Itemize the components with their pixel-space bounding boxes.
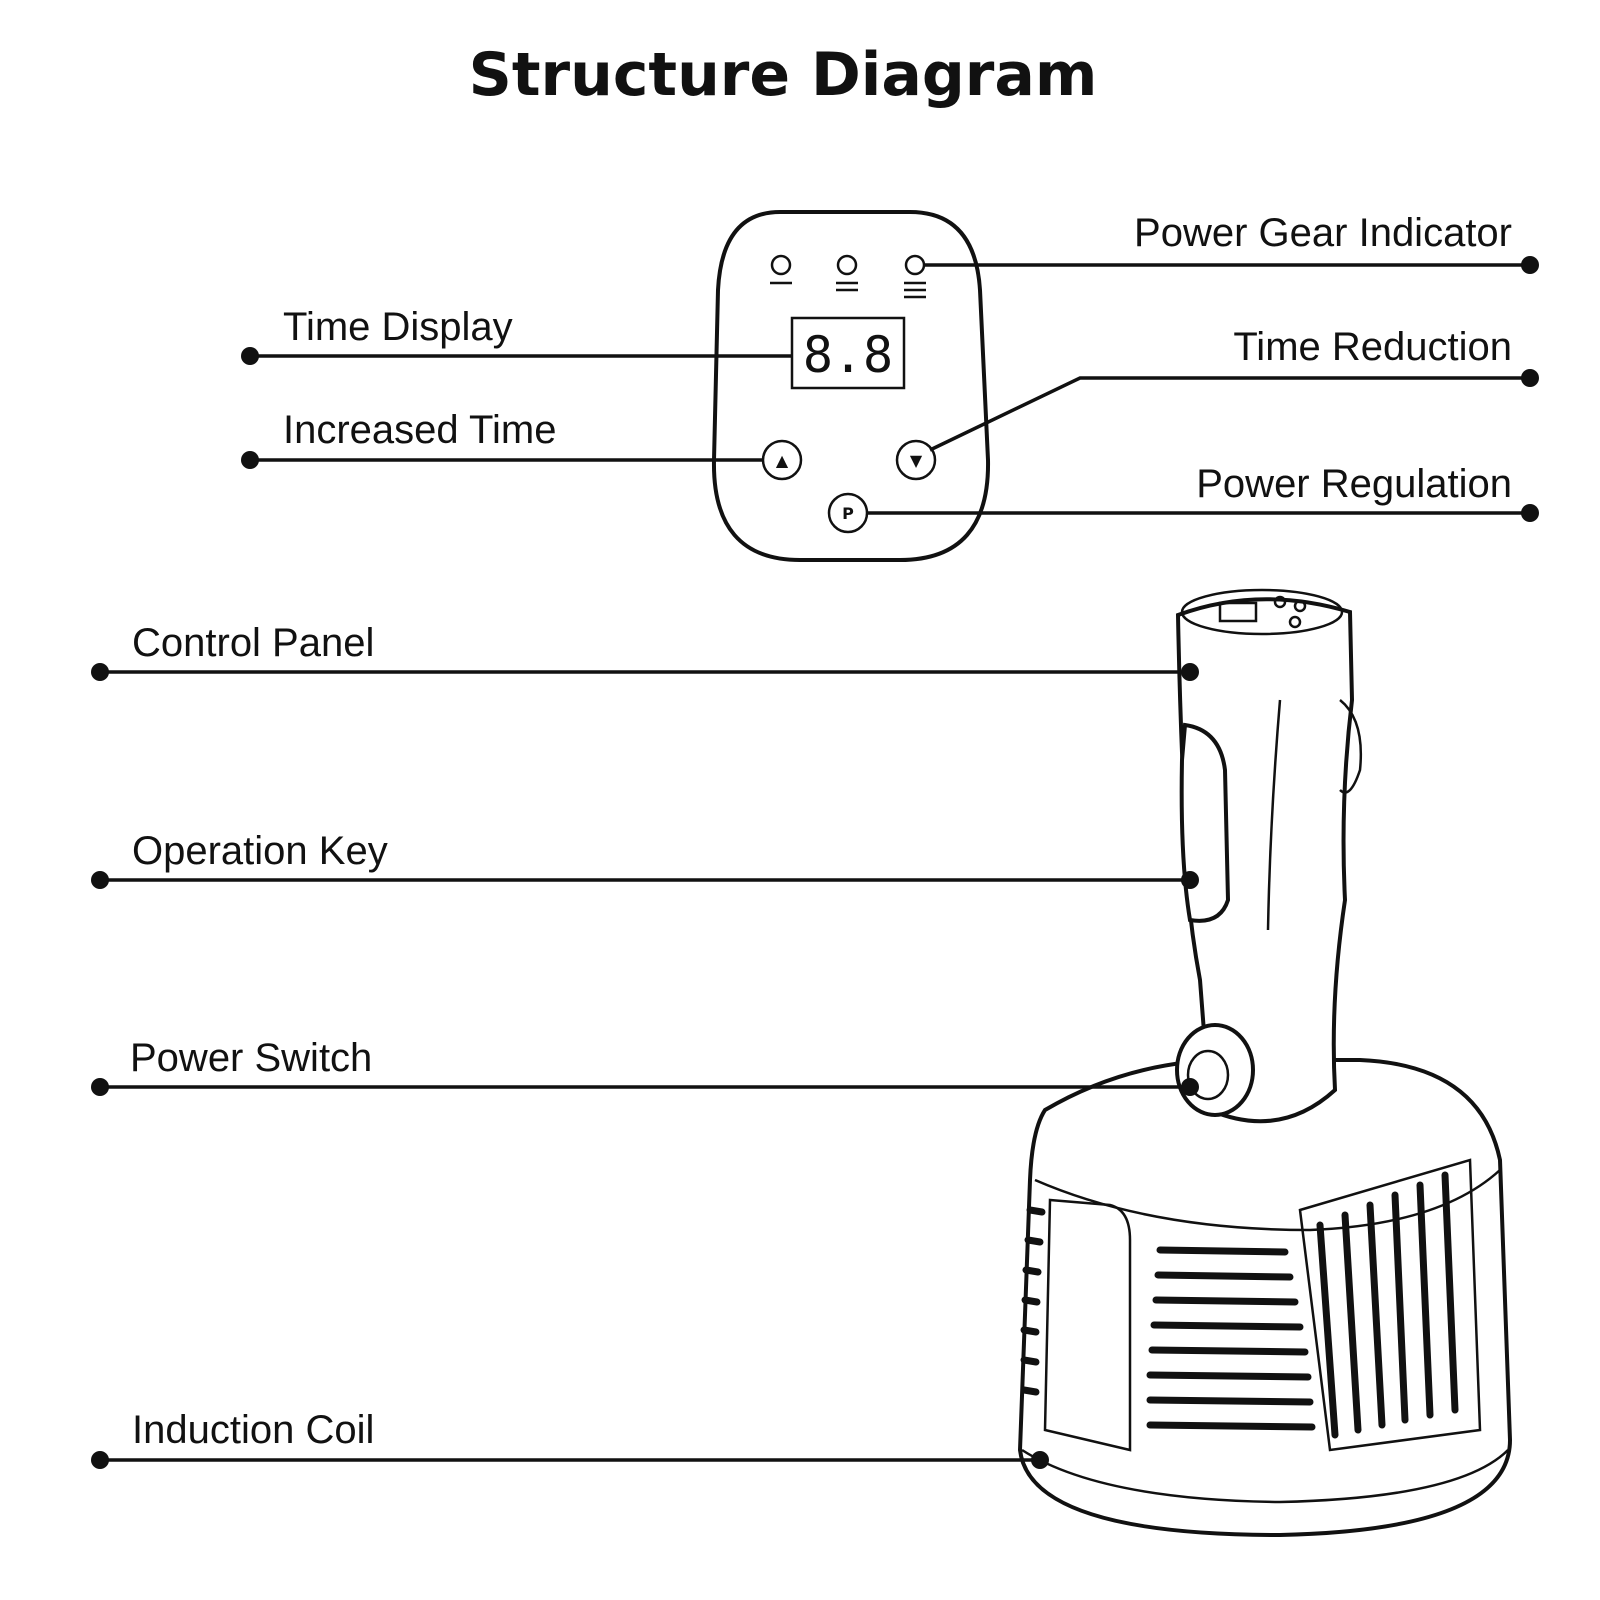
time-display-screen	[790, 316, 906, 390]
gear-led-1	[770, 254, 792, 276]
control-panel-label: Control Panel	[132, 621, 374, 665]
base-bottom-rim	[1021, 1448, 1509, 1504]
operation-key-label: Operation Key	[132, 829, 388, 873]
time-display-value: 8.8	[803, 326, 893, 384]
increased-time-label: Increased Time	[283, 408, 556, 452]
right-vents	[1316, 1171, 1459, 1439]
handle-clip	[1339, 699, 1362, 794]
machine-base	[1017, 1058, 1513, 1538]
increased-time-dot	[241, 451, 259, 469]
power-switch-label: Power Switch	[130, 1036, 372, 1080]
control-panel-dot-right	[1181, 663, 1199, 681]
time-reduction-leader	[929, 376, 1530, 452]
panel-housing	[711, 210, 991, 562]
up-arrow-icon: ▲	[776, 451, 789, 470]
down-arrow-icon: ▼	[910, 451, 923, 470]
induction-coil-dot-right	[1031, 1451, 1049, 1469]
power-switch-dot-left	[91, 1078, 109, 1096]
time-display-label: Time Display	[283, 305, 513, 349]
handle-grip-line	[1266, 699, 1282, 931]
front-vents	[1146, 1246, 1316, 1431]
time-reduction-dot	[1521, 369, 1539, 387]
power-regulation-dot	[1521, 504, 1539, 522]
handle-mini-button-3	[1288, 615, 1302, 629]
operation-key-dot-right	[1181, 871, 1199, 889]
diagram-title: Structure Diagram	[469, 40, 1098, 110]
control-panel-dot-left	[91, 663, 109, 681]
handle-mini-button-1	[1273, 595, 1287, 609]
power-switch-dot-right	[1181, 1078, 1199, 1096]
side-vents	[1020, 1206, 1046, 1396]
control-panel-closeup: 8.8 ▲ ▼ P	[711, 210, 991, 562]
handle-top-panel	[1180, 588, 1344, 636]
induction-coil-label: Induction Coil	[132, 1408, 374, 1452]
callout-lines	[91, 256, 1539, 1469]
operation-key[interactable]	[1179, 722, 1231, 923]
power-gear-indicator-dot	[1521, 256, 1539, 274]
gear-indicator-leds	[770, 254, 926, 299]
handle-mini-display	[1218, 601, 1258, 623]
power-switch-knob-inner	[1186, 1049, 1230, 1101]
handle-mini-button-2	[1293, 599, 1307, 613]
operation-key-dot-left	[91, 871, 109, 889]
power-key-label: P	[842, 504, 854, 523]
base-side-window	[1043, 1198, 1132, 1452]
decrease-time-button[interactable]	[895, 439, 937, 481]
induction-coil-dot-left	[91, 1451, 109, 1469]
time-display-dot	[241, 347, 259, 365]
power-gear-indicator-label: Power Gear Indicator	[1134, 211, 1512, 255]
gear-led-2	[836, 254, 858, 276]
callout-labels: Power Gear Indicator Time Display Time R…	[130, 211, 1512, 1452]
power-regulation-label: Power Regulation	[1196, 462, 1512, 506]
induction-sealer-machine	[1017, 588, 1513, 1538]
right-vent-panel	[1298, 1158, 1482, 1452]
time-reduction-label: Time Reduction	[1233, 325, 1512, 369]
